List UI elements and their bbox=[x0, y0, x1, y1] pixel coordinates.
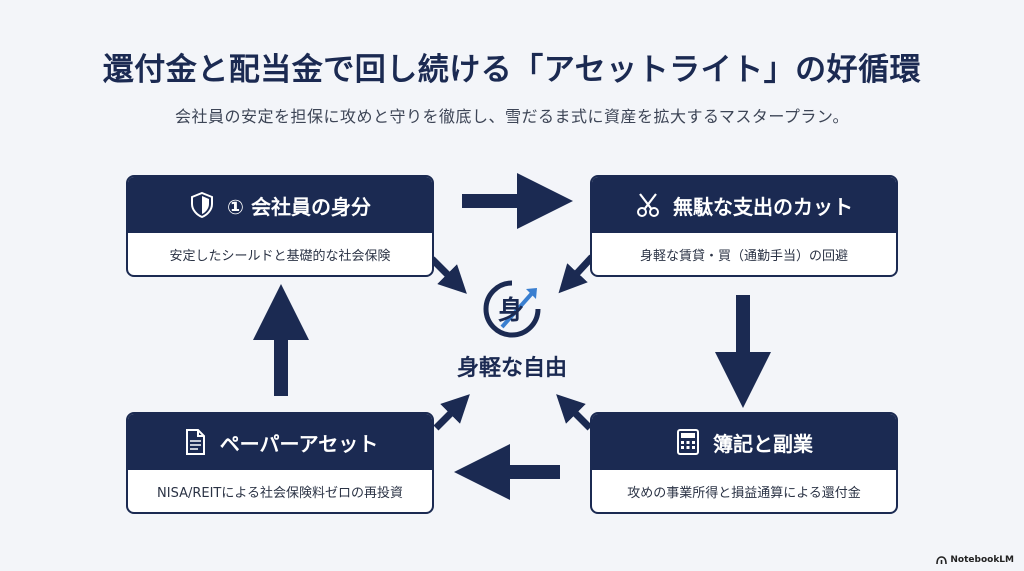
document-icon bbox=[182, 429, 208, 455]
box-header: ペーパーアセット bbox=[128, 414, 432, 470]
box-header: 簿記と副業 bbox=[592, 414, 896, 470]
box-header: 無駄な支出のカット bbox=[592, 177, 896, 233]
page-subtitle: 会社員の安定を担保に攻めと守りを徹底し、雪だるま式に資産を拡大するマスタープラン… bbox=[175, 107, 849, 126]
center-label: 身軽な自由 bbox=[456, 356, 567, 381]
calculator-icon bbox=[675, 429, 701, 455]
box-description: 安定したシールドと基礎的な社会保険 bbox=[169, 248, 391, 264]
arrow-diag-top-right bbox=[558, 254, 595, 294]
box-title: ① 会社員の身分 bbox=[227, 194, 371, 219]
arrow-diag-bottom-left bbox=[433, 394, 470, 431]
box-cost-cut: 無駄な支出のカット 身軽な賃貸・買（通勤手当）の回避 bbox=[590, 175, 898, 277]
box-header: ① 会社員の身分 bbox=[128, 177, 432, 233]
box-title: ペーパーアセット bbox=[219, 431, 379, 456]
box-company-employee: ① 会社員の身分 安定したシールドと基礎的な社会保険 bbox=[126, 175, 434, 277]
scissors-icon bbox=[635, 192, 661, 218]
box-description: 攻めの事業所得と損益通算による還付金 bbox=[627, 485, 861, 501]
box-description: 身軽な賃貸・買（通勤手当）の回避 bbox=[639, 248, 848, 264]
shield-icon bbox=[189, 192, 215, 218]
brand-badge: NotebookLM bbox=[936, 555, 1014, 565]
freedom-icon-char: 身 bbox=[498, 295, 524, 326]
page-title: 還付金と配当金で回し続ける「アセットライト」の好循環 bbox=[102, 52, 922, 88]
brand-name: NotebookLM bbox=[950, 555, 1014, 565]
arrow-diag-top-left bbox=[429, 256, 467, 294]
box-title: 無駄な支出のカット bbox=[673, 194, 853, 219]
box-paper-asset: ペーパーアセット NISA/REITによる社会保険料ゼロの再投資 bbox=[126, 412, 434, 514]
freedom-icon: 身 bbox=[480, 277, 544, 341]
box-description: NISA/REITによる社会保険料ゼロの再投資 bbox=[157, 485, 403, 501]
box-bookkeeping-sidejob: 簿記と副業 攻めの事業所得と損益通算による還付金 bbox=[590, 412, 898, 514]
box-title: 簿記と副業 bbox=[713, 431, 813, 456]
notebooklm-logo-icon bbox=[936, 555, 948, 564]
arrow-diag-bottom-right bbox=[556, 394, 593, 431]
